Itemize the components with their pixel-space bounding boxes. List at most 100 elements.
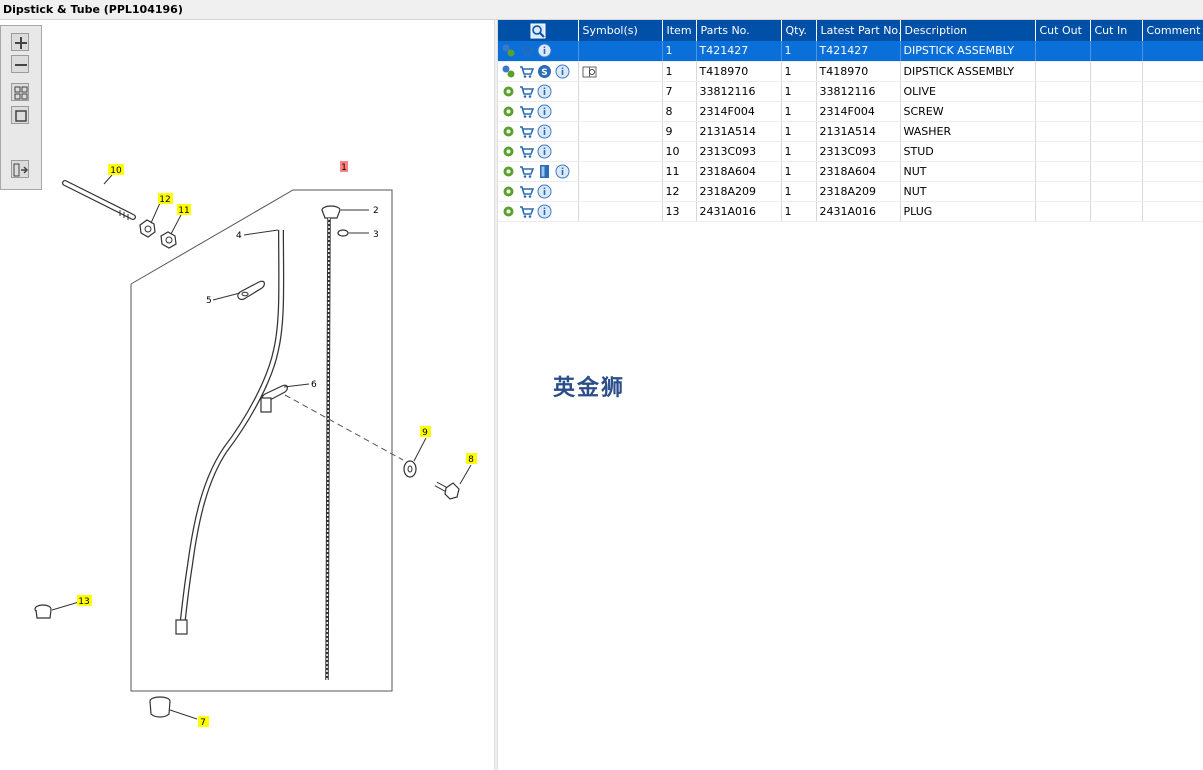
callout-7: 7 [200,718,206,728]
cart-icon[interactable] [519,144,534,159]
cart-icon[interactable] [519,204,534,219]
row-qty: 1 [781,41,817,62]
row-comment [1142,201,1203,222]
gears-icon[interactable] [501,43,516,58]
cart-icon[interactable] [519,84,534,99]
zoom-in-icon [15,37,27,49]
header-qty[interactable]: Qty. [781,20,817,41]
diagram-toolbar [0,25,42,190]
stud-part[interactable] [62,180,136,220]
header-latest-part-no[interactable]: Latest Part No. [816,20,901,41]
document-icon[interactable] [537,164,552,179]
supersession-icon[interactable]: S [537,64,552,79]
book-lookup-icon[interactable] [582,64,597,79]
diagram-pane[interactable]: 1 2 3 4 5 6 7 8 9 10 11 12 13 [0,20,494,770]
zoom-in-button[interactable] [11,33,29,51]
row-description: WASHER [900,121,1036,142]
info-icon[interactable] [537,204,552,219]
row-comment [1142,161,1203,182]
table-header-row: Symbol(s) Item Parts No. Qty. Latest Par… [498,20,1203,41]
row-cut-in [1090,41,1143,62]
row-qty: 1 [781,181,817,202]
toggle-panel-button[interactable] [11,160,29,178]
info-icon[interactable] [555,164,570,179]
actual-size-button[interactable] [11,106,29,124]
row-description: NUT [900,161,1036,182]
cart-icon[interactable] [519,124,534,139]
row-comment [1142,61,1203,82]
header-cut-out[interactable]: Cut Out [1035,20,1091,41]
gear-icon[interactable] [501,164,516,179]
header-comment[interactable]: Comment [1142,20,1203,41]
row-part-no: 2314F004 [696,101,782,122]
header-symbols[interactable]: Symbol(s) [578,20,663,41]
header-actions[interactable] [498,20,579,41]
info-icon[interactable] [537,43,552,58]
gear-icon[interactable] [501,184,516,199]
header-description[interactable]: Description [900,20,1036,41]
gear-icon[interactable] [501,84,516,99]
clip-5-part[interactable] [237,280,265,300]
info-icon[interactable] [537,144,552,159]
gear-icon[interactable] [501,104,516,119]
pane-splitter[interactable] [494,20,498,770]
fit-page-button[interactable] [11,83,29,101]
dipstick-part[interactable] [321,205,341,681]
zoom-out-button[interactable] [11,55,29,73]
row-cut-out [1035,181,1091,202]
plug-part[interactable] [34,604,52,619]
row-qty: 1 [781,201,817,222]
row-description: NUT [900,181,1036,202]
row-part-no: T421427 [696,41,782,62]
tube-part[interactable] [175,229,285,635]
search-parts-icon[interactable] [530,23,546,39]
gears-icon[interactable] [501,64,516,79]
row-comment [1142,141,1203,162]
info-icon[interactable] [537,184,552,199]
row-latest-part-no: 2431A016 [816,201,901,222]
cart-icon[interactable] [519,104,534,119]
o-ring-part[interactable] [337,229,349,237]
header-item[interactable]: Item [662,20,697,41]
screw-part[interactable] [434,481,460,500]
toggle-panel-icon [13,163,29,177]
gear-icon[interactable] [501,144,516,159]
row-actions [498,121,579,142]
row-comment [1142,81,1203,102]
callout-3: 3 [373,230,379,240]
row-description: DIPSTICK ASSEMBLY [900,61,1036,82]
cart-icon[interactable] [519,164,534,179]
info-icon[interactable] [537,84,552,99]
nut-11-part[interactable] [160,231,177,249]
gear-icon[interactable] [501,124,516,139]
row-cut-out [1035,201,1091,222]
olive-part[interactable] [149,696,171,718]
cart-icon[interactable] [519,184,534,199]
row-item: 7 [662,81,697,102]
clip-6-part[interactable] [260,384,288,413]
row-actions [498,141,579,162]
row-description: OLIVE [900,81,1036,102]
row-actions [498,161,579,182]
cart-icon[interactable] [519,64,534,79]
cart-icon[interactable] [519,43,534,58]
nut-12-part[interactable] [139,219,156,238]
row-cut-out [1035,121,1091,142]
header-cut-in[interactable]: Cut In [1090,20,1143,41]
info-icon[interactable] [537,124,552,139]
gear-icon[interactable] [501,204,516,219]
washer-part[interactable] [403,460,417,478]
header-parts-no[interactable]: Parts No. [696,20,782,41]
info-icon[interactable] [555,64,570,79]
row-item: 9 [662,121,697,142]
info-icon[interactable] [537,104,552,119]
